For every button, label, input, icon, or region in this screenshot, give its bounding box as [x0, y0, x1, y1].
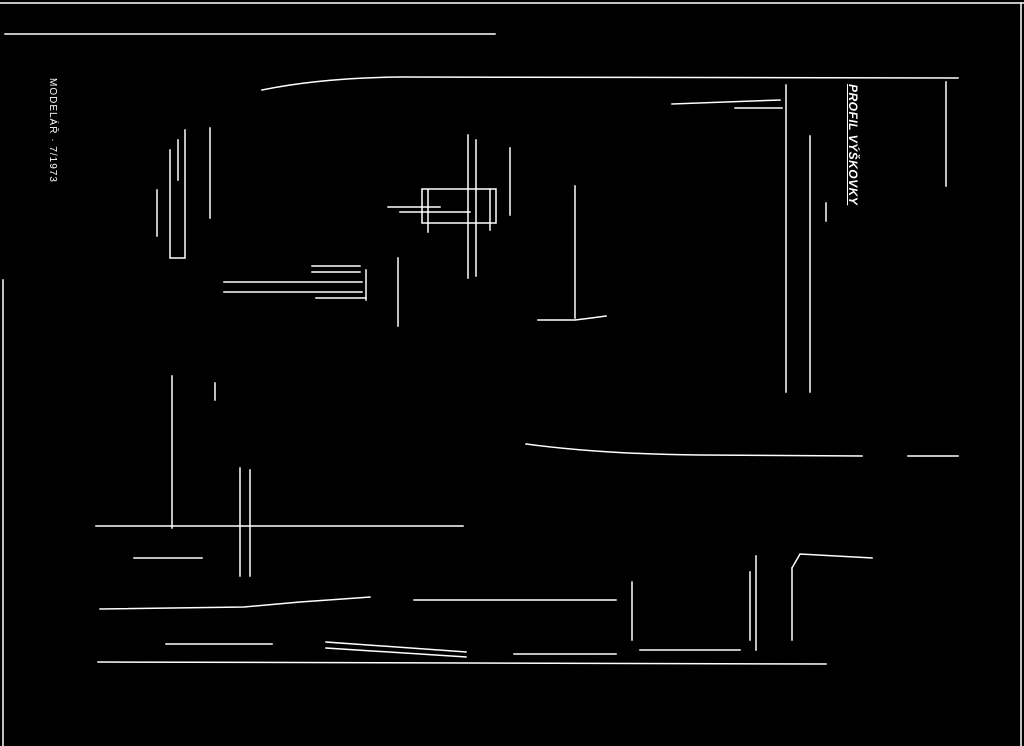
- low-4: [325, 641, 467, 653]
- upper-stub-curve: [671, 99, 781, 105]
- mid-rect: [421, 188, 497, 224]
- low-5: [325, 647, 467, 658]
- left-block: [169, 129, 186, 259]
- upper-long-curve: [261, 76, 959, 91]
- low-curve-1: [99, 596, 371, 610]
- bottom-long: [97, 661, 827, 665]
- right-mid-curve: [525, 443, 863, 457]
- center-foot: [537, 315, 607, 321]
- lr-curve: [790, 553, 873, 570]
